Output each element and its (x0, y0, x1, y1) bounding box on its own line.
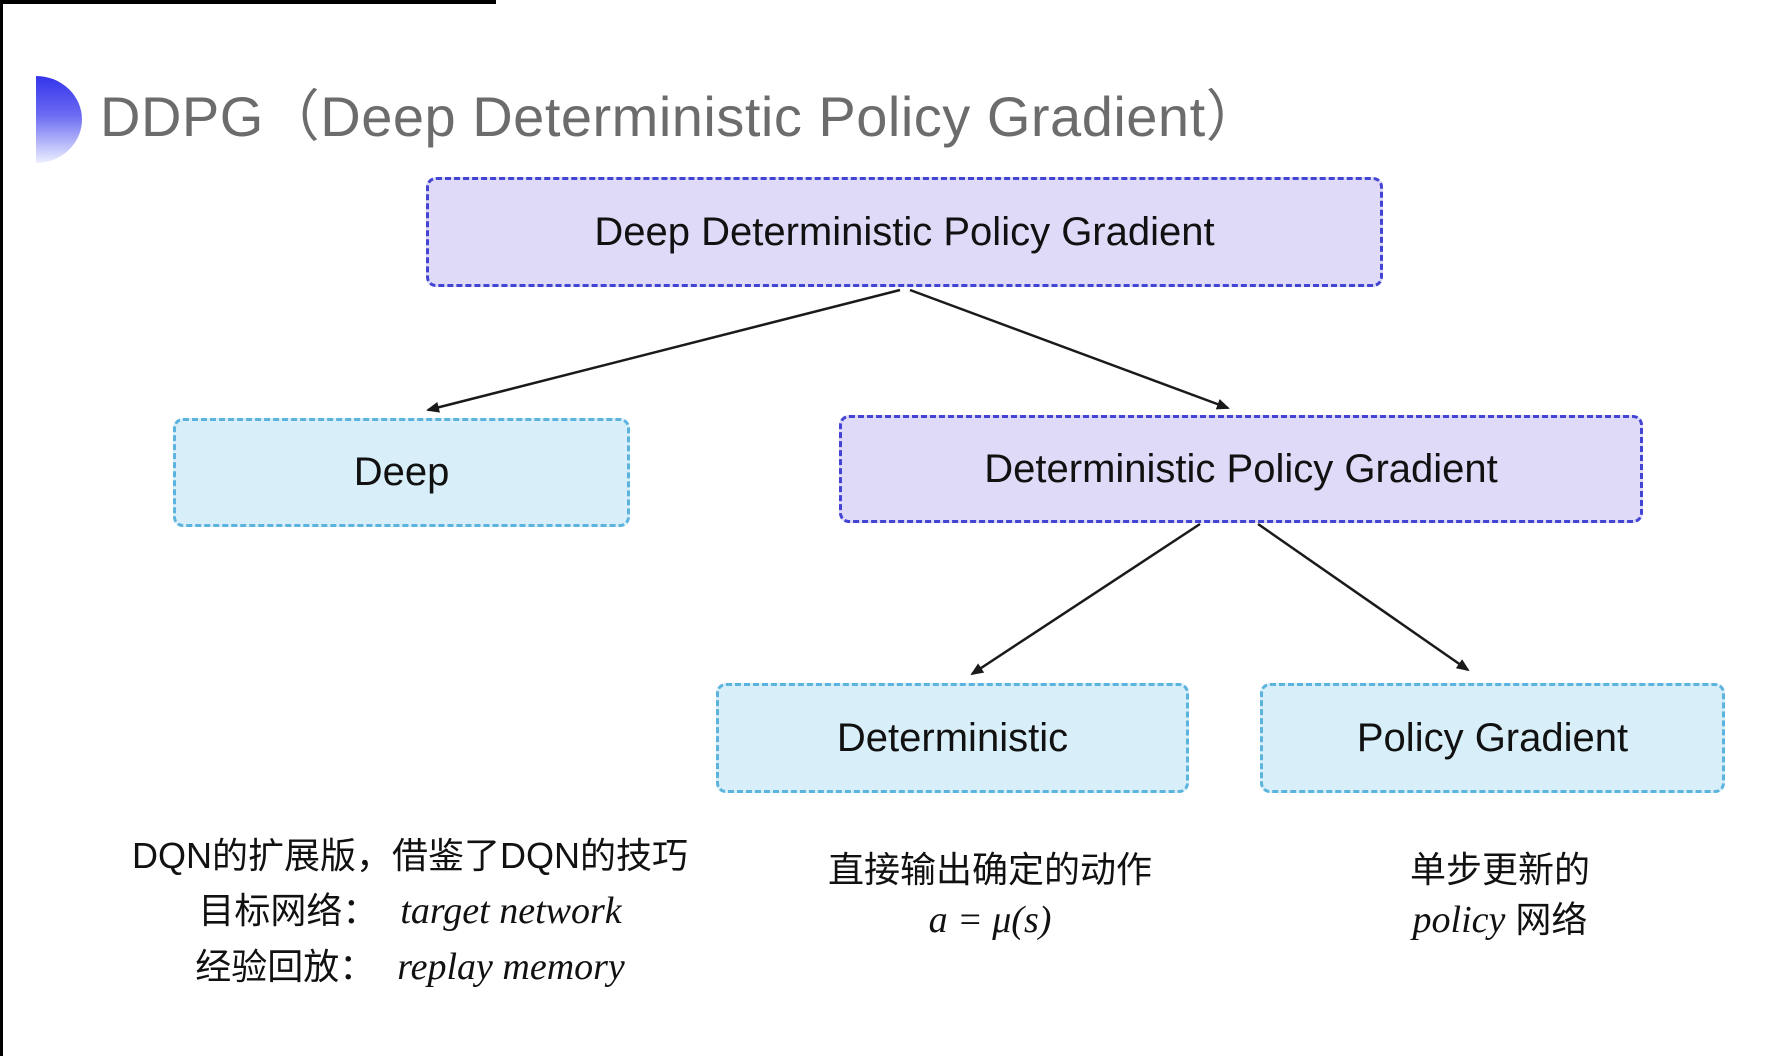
node-deep-deterministic-policy-gradient: Deep Deterministic Policy Gradient (426, 177, 1383, 287)
node-policy-gradient: Policy Gradient (1260, 683, 1725, 793)
note-line-deterministic-action: 直接输出确定的动作 (827, 849, 1152, 890)
node-deep: Deep (173, 418, 630, 527)
policy-word: policy (1412, 899, 1506, 941)
note-line-dqn-extension: DQN的扩展版，借鉴了DQN的技巧 (132, 835, 688, 876)
formula-a-equals-mu-s: a = μ(s) (928, 899, 1052, 941)
note-line-policy-network: policy 网络 (1320, 895, 1680, 945)
replay-memory-label: 经验回放： (195, 946, 376, 987)
note-policy-gradient: 单步更新的 policy 网络 (1320, 845, 1680, 945)
slide-title: DDPG（Deep Deterministic Policy Gradient） (100, 85, 1263, 148)
window-edge-top (0, 0, 496, 4)
node-label: Policy Gradient (1356, 715, 1629, 760)
node-label: Deep Deterministic Policy Gradient (594, 209, 1215, 254)
arrow-dpg-to-policy-gradient (1257, 522, 1470, 672)
arrow-root-to-dpg (909, 288, 1230, 410)
note-line-replay-memory: 经验回放： replay memory (110, 939, 710, 995)
note-deep-dqn: DQN的扩展版，借鉴了DQN的技巧 目标网络： target network 经验… (110, 828, 710, 995)
target-network-value: target network (400, 890, 622, 932)
node-deterministic: Deterministic (716, 683, 1189, 793)
node-label: Deep (353, 450, 450, 494)
node-deterministic-policy-gradient: Deterministic Policy Gradient (839, 415, 1643, 523)
window-edge-left (0, 0, 3, 1056)
target-network-label: 目标网络： (198, 890, 379, 931)
node-label: Deterministic (836, 715, 1069, 760)
note-deterministic: 直接输出确定的动作 a = μ(s) (780, 845, 1200, 945)
note-line-single-step: 单步更新的 (1409, 849, 1590, 890)
note-line-target-network: 目标网络： target network (110, 883, 710, 939)
arrow-root-to-deep (426, 288, 901, 413)
network-word: 网络 (1515, 899, 1588, 940)
replay-memory-value: replay memory (397, 946, 625, 988)
title-bullet-icon (36, 76, 82, 163)
node-label: Deterministic Policy Gradient (984, 446, 1498, 491)
arrow-dpg-to-deterministic (970, 522, 1201, 676)
